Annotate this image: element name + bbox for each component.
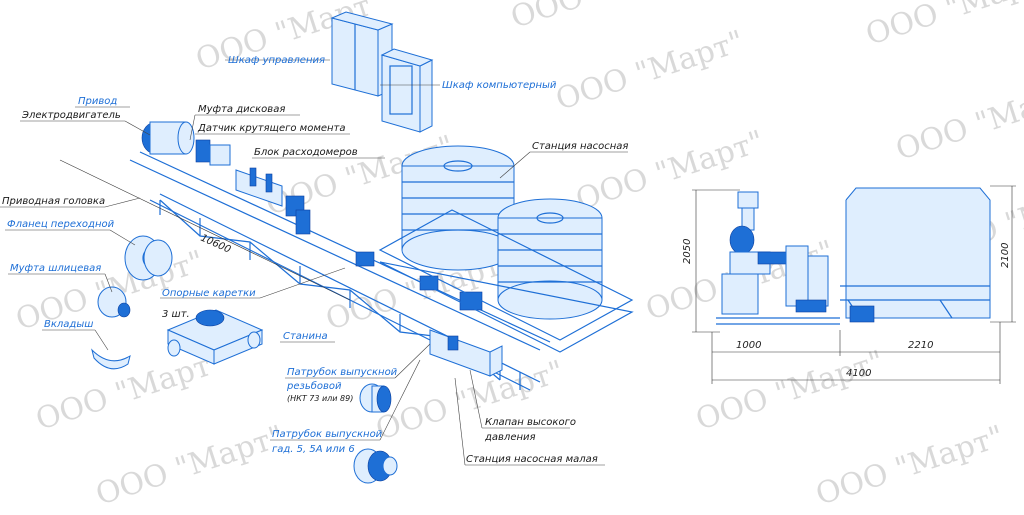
label-flowmeter-block: Блок расходомеров [254, 147, 358, 158]
label-torque-sensor: Датчик крутящего момента [197, 123, 346, 134]
label-liner: Вкладыш [44, 319, 93, 330]
dimension-height-2050: 2050 [682, 239, 693, 264]
label-hammer-outlet-2: гад. 5, 5А или 6 [272, 444, 355, 455]
hammer-outlet [353, 448, 398, 484]
label-hammer-outlet-1: Патрубок выпускной [272, 428, 383, 440]
tank-platform [378, 209, 634, 353]
dimension-width-1000: 1000 [736, 340, 761, 351]
label-small-pump-station: Станция насосная малая [466, 454, 598, 465]
liner [91, 348, 131, 370]
watermark-text: ООО "Март" [692, 344, 889, 438]
label-pump-station: Станция насосная [532, 141, 628, 152]
label-threaded-outlet-1: Патрубок выпускной [287, 366, 398, 378]
label-frame: Станина [283, 331, 328, 342]
dimension-width-2210: 2210 [908, 340, 933, 351]
dimension-10600: 10600 [199, 233, 233, 256]
adapter-flange [124, 235, 173, 281]
dimension-width-4100: 4100 [846, 368, 871, 379]
label-relief-valve-2: давления [484, 432, 536, 443]
tank-large-1 [401, 145, 515, 271]
label-control-cabinet: Шкаф управления [228, 55, 325, 66]
watermark-text: ООО "Март" [507, 0, 704, 36]
small-pump-station [429, 329, 503, 377]
threaded-outlet [359, 383, 392, 413]
label-drive-head: Приводная головка [2, 196, 105, 207]
label-threaded-outlet-3: (НКТ 73 или 89) [287, 394, 353, 403]
leader-lines [0, 59, 628, 466]
label-support-carriages: Опорные каретки [162, 288, 256, 299]
watermark-text: ООО "Март" [812, 419, 1009, 513]
electric-motor [141, 121, 231, 166]
dimension-height-2100: 2100 [1000, 243, 1011, 268]
callout-labels: Шкаф управления Шкаф компьютерный Привод… [2, 55, 628, 465]
side-view: 2050 2100 1000 2210 4100 [682, 185, 1016, 384]
label-electric-motor: Электродвигатель [21, 110, 121, 121]
label-adapter-flange: Фланец переходной [7, 219, 115, 230]
side-pump-assembly [716, 191, 840, 325]
watermark-text: ООО "Март" [92, 419, 289, 513]
label-computer-cabinet: Шкаф компьютерный [442, 80, 557, 91]
label-relief-valve-1: Клапан высокого [485, 417, 576, 428]
side-dimensions: 2050 2100 1000 2210 4100 [682, 185, 1016, 384]
carriage-detail [166, 309, 264, 365]
watermark-text: ООО "Март" [892, 74, 1024, 168]
support-carriages [355, 251, 483, 311]
spline-coupling [97, 286, 131, 318]
computer-cabinet [380, 48, 434, 133]
label-carriage-count: 3 шт. [162, 309, 190, 320]
watermark-text: ООО "Март" [552, 24, 749, 118]
watermark-text: ООО "Март" [862, 0, 1024, 53]
side-tank [840, 187, 991, 323]
label-threaded-outlet-2: резьбовой [286, 380, 342, 392]
label-drive: Привод [78, 96, 117, 107]
label-spline-coupling: Муфта шлицевая [10, 263, 101, 274]
label-disc-coupling: Муфта дисковая [198, 104, 285, 115]
flowmeter-block [235, 167, 311, 235]
